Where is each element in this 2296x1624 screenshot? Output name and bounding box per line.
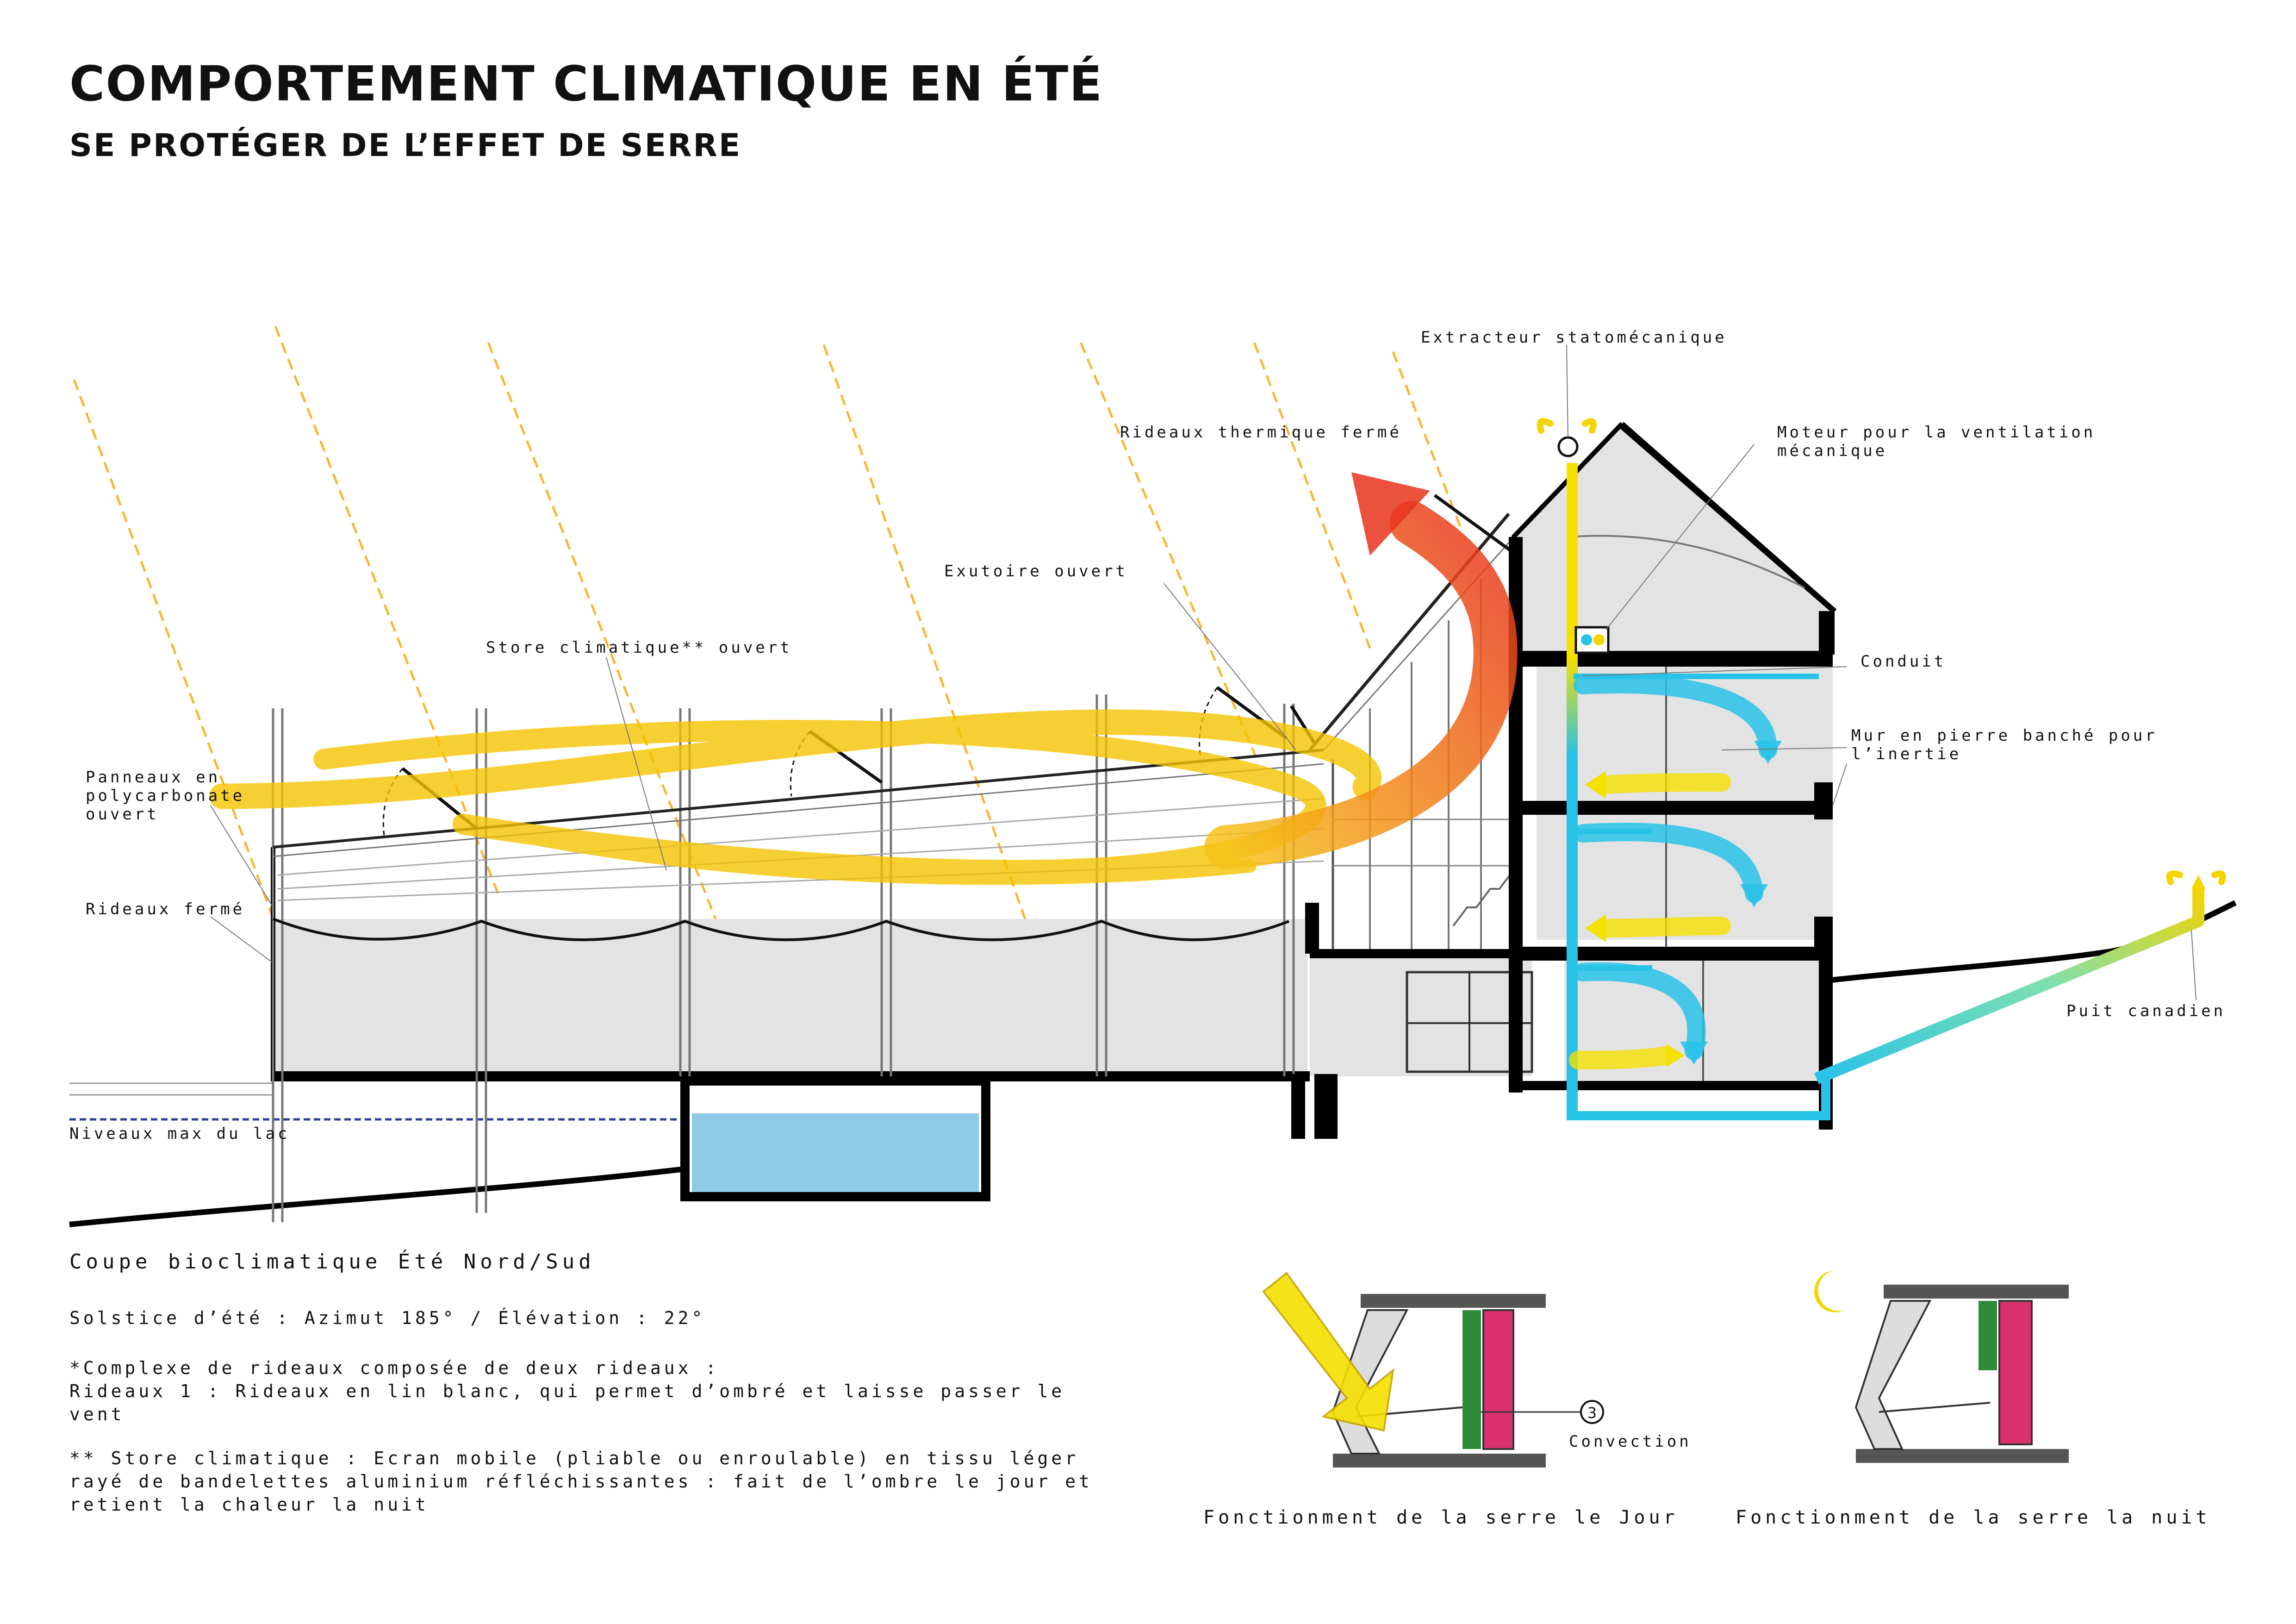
leader-lines <box>210 344 2196 1000</box>
label-panneaux-2: polycarbonate <box>86 787 245 805</box>
ground-line-east <box>1818 900 2237 984</box>
page-subtitle: SE PROTÉGER DE L’EFFET DE SERRE <box>69 127 742 164</box>
label-niveaux-lac: Niveaux max du lac <box>69 1124 290 1143</box>
label-extracteur: Extracteur statomécanique <box>1421 328 1727 347</box>
moon-icon <box>1814 1271 1844 1312</box>
label-mur-2: l’inertie <box>1851 745 1961 763</box>
convection-number: 3 <box>1587 1404 1597 1422</box>
section-caption-title: Coupe bioclimatique Été Nord/Sud <box>69 1250 595 1274</box>
water-tank <box>680 1076 990 1201</box>
greenhouse-lower-wall <box>271 919 1307 1072</box>
label-rideaux-ferme: Rideaux fermé <box>86 900 245 918</box>
label-moteur-1: Moteur pour la ventilation <box>1777 423 2096 442</box>
label-rideaux-thermique: Rideaux thermique fermé <box>1120 423 1402 442</box>
label-moteur-2: mécanique <box>1777 442 1887 460</box>
ground-line <box>69 1166 690 1227</box>
label-convection: Convection <box>1569 1432 1692 1451</box>
mini-diagram-day <box>1262 1272 1604 1468</box>
label-panneaux-3: ouvert <box>86 805 159 824</box>
extractor-icon <box>1557 436 1579 457</box>
page-title: COMPORTEMENT CLIMATIQUE EN ÉTÉ <box>69 56 1103 112</box>
label-mur-1: Mur en pierre banché pour <box>1851 726 2158 745</box>
label-panneaux-1: Panneaux en <box>86 768 220 787</box>
label-conduit: Conduit <box>1860 652 1946 671</box>
label-store: Store climatique** ouvert <box>486 638 792 657</box>
cool-air-flows <box>1574 675 1777 1060</box>
exutoire-panel <box>1433 494 1512 552</box>
climate-screen-note: ** Store climatique : Ecran mobile (plia… <box>69 1448 1093 1515</box>
label-exutoire: Exutoire ouvert <box>944 562 1128 581</box>
curtains-closed <box>272 918 1290 941</box>
solstice-text: Solstice d’été : Azimut 185° / Élévation… <box>69 1308 706 1328</box>
curtain-note: *Complexe de rideaux composée de deux ri… <box>69 1358 1065 1424</box>
puit-canadien <box>1814 875 2205 1085</box>
label-puit-canadien: Puit canadien <box>2066 1002 2226 1020</box>
caption-night: Fonctionment de la serre la nuit <box>1736 1507 2211 1528</box>
hot-air-arrow <box>1204 472 1518 869</box>
mini-diagram-night <box>1814 1271 2069 1463</box>
sun-rays <box>73 326 1464 936</box>
tank-water <box>692 1113 979 1192</box>
caption-day: Fonctionment de la serre le Jour <box>1203 1507 1679 1528</box>
